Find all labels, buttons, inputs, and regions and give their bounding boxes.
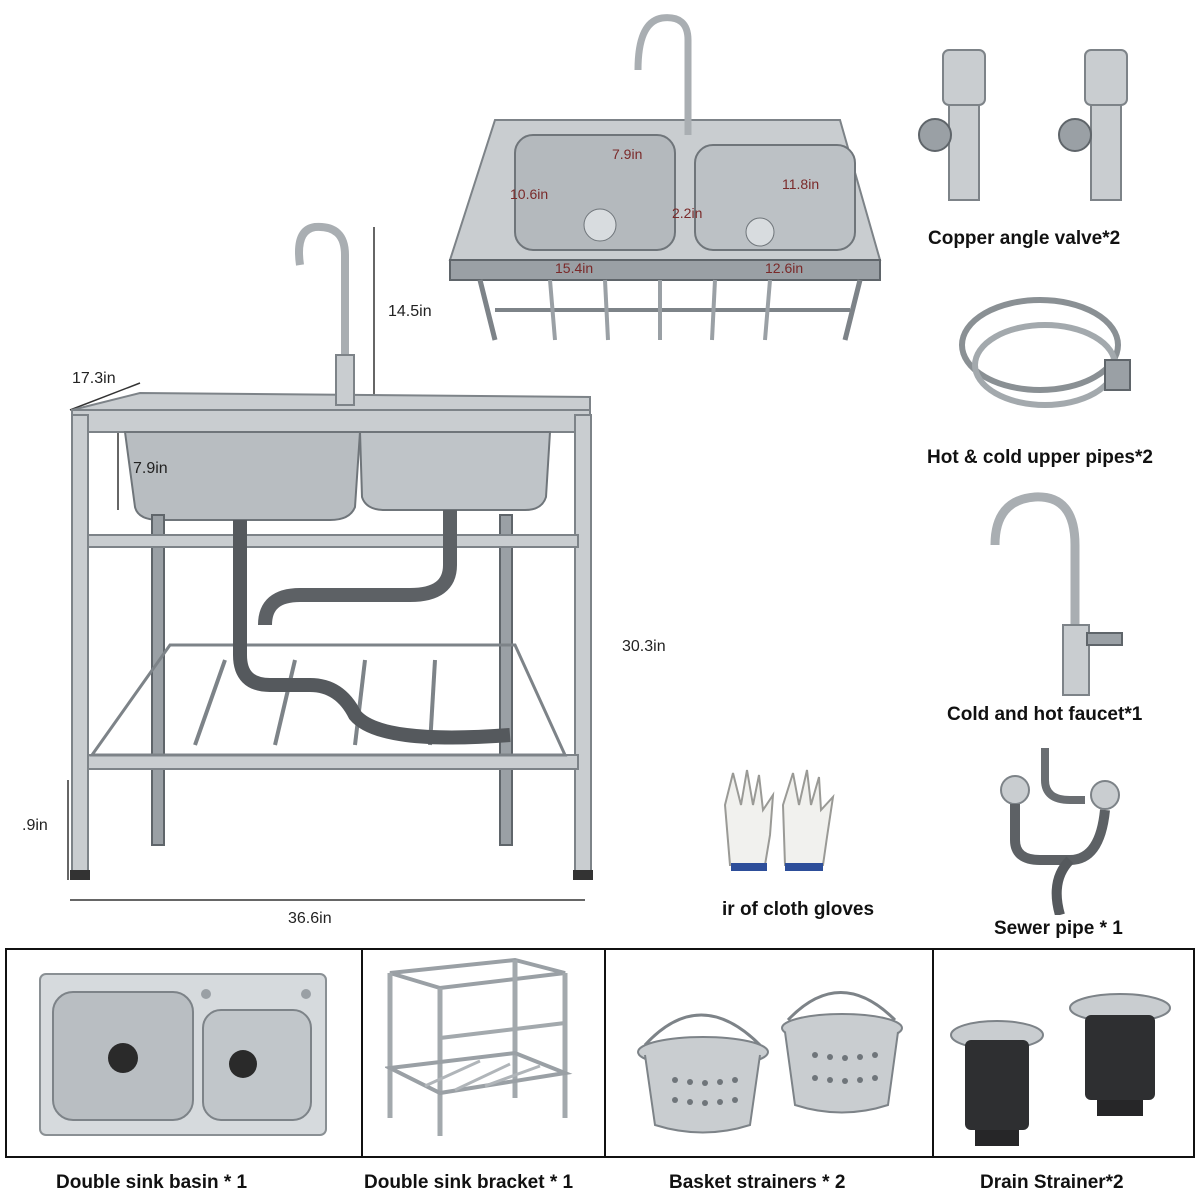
top-view-label: 7.9in	[612, 146, 643, 162]
bottom-panel-label: Double sink bracket * 1	[364, 1172, 574, 1193]
faucet-icon	[990, 492, 1123, 696]
accessory-label: Copper angle valve*2	[928, 228, 1121, 249]
gloves-icon	[723, 769, 835, 871]
total-height-dimension: 30.3in	[622, 638, 666, 655]
accessory-label: Sewer pipe * 1	[994, 918, 1123, 939]
sewer-pipe-icon	[1000, 748, 1120, 915]
bottom-panel-label: Basket strainers * 2	[669, 1172, 846, 1193]
braided-hose-icon	[959, 297, 1131, 408]
basket-strainer-icon	[637, 991, 903, 1134]
basin-depth-dimension: 7.9in	[133, 460, 168, 477]
bracket-icon	[385, 958, 573, 1136]
main-sink-illustration	[67, 222, 593, 901]
bottom-panel-label: Drain Strainer*2	[980, 1172, 1124, 1193]
top-view-label: 11.8in	[782, 176, 820, 192]
top-view-sink-illustration	[448, 14, 882, 341]
drain-strainer-icon	[950, 993, 1171, 1146]
top-view-label: 10.6in	[510, 186, 549, 202]
accessory-label: Cold and hot faucet*1	[947, 704, 1143, 725]
accessory-label: Hot & cold upper pipes*2	[927, 447, 1153, 468]
depth-dimension: 17.3in	[72, 370, 116, 387]
panel-drain-strainer	[932, 948, 1195, 1158]
accessory-label: ir of cloth gloves	[722, 899, 875, 920]
top-view-label: 2.2in	[672, 205, 703, 221]
sink-basin-icon	[39, 973, 327, 1136]
leg-height-dimension: .9in	[22, 817, 48, 834]
angle-valve-icon	[918, 49, 1128, 201]
bottom-panel-label: Double sink basin * 1	[56, 1172, 248, 1193]
top-view-label: 12.6in	[765, 260, 804, 276]
top-view-label: 15.4in	[555, 260, 594, 276]
faucet-height-dimension: 14.5in	[388, 303, 432, 320]
width-dimension: 36.6in	[288, 910, 332, 927]
